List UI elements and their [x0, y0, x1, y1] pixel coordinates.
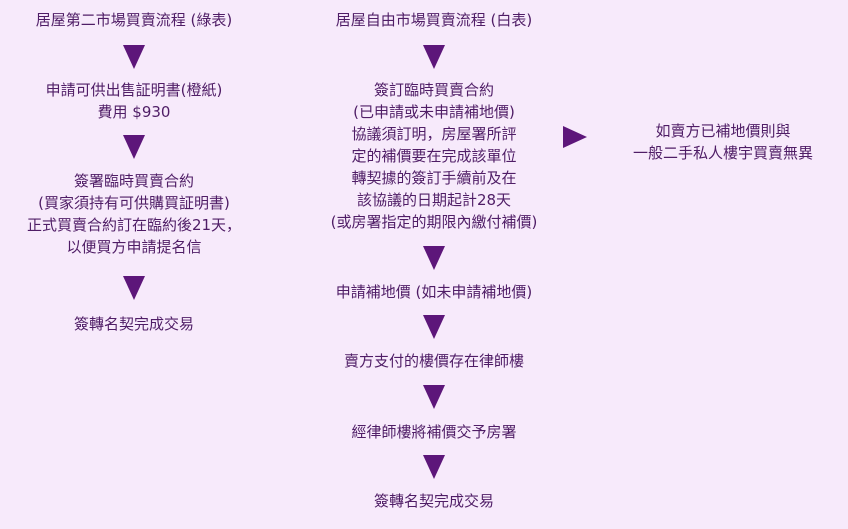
step-provisional-agreement: 簽訂臨時買賣合約 (已申請或未申請補地價) 協議須訂明，房屋署所評 定的補價要在… [331, 79, 538, 233]
step-line: 簽署臨時買賣合約 [73, 172, 194, 190]
green-form-title: 居屋第二市場買賣流程 (綠表) [35, 11, 233, 29]
step-line: 正式買賣合約訂在臨約後21天， [26, 216, 242, 234]
step-pay-premium: 經律師樓將補價交予房署 [351, 423, 517, 441]
arrow-down-icon [423, 315, 445, 339]
step-line: 簽訂臨時買賣合約 [373, 81, 494, 99]
step-provisional-agreement: 簽署臨時買賣合約 (買家須持有可供購買証明書) 正式買賣合約訂在臨約後21天， … [27, 170, 241, 258]
step-line: (買家須持有可供購買証明書) [38, 194, 230, 212]
step-apply-certificate: 申請可供出售証明書(橙紙) 費用 $930 [46, 79, 223, 123]
step-line: 以便買方申請提名信 [66, 238, 202, 256]
step-line: 該協議的日期起計28天 [356, 191, 512, 209]
side-note-line: 一般二手私人樓宇買賣無異 [632, 144, 814, 162]
step-line: (或房署指定的期限內繳付補價) [330, 213, 538, 231]
step-line: (已申請或未申請補地價) [353, 103, 515, 121]
arrow-down-icon [123, 276, 145, 300]
side-note: 如賣方已補地價則與 一般二手私人樓宇買賣無異 [633, 120, 813, 164]
step-line: 協議須訂明，房屋署所評 [351, 125, 517, 143]
arrow-right-icon [563, 126, 587, 148]
arrow-down-icon [423, 455, 445, 479]
step-line: 定的補價要在完成該單位 [351, 147, 517, 165]
step-deposit-price: 賣方支付的樓價存在律師樓 [343, 352, 525, 370]
arrow-down-icon [423, 246, 445, 270]
step-apply-premium: 申請補地價 (如未申請補地價) [335, 283, 533, 301]
step-line: 費用 $930 [97, 103, 171, 121]
arrow-down-icon [423, 45, 445, 69]
step-line: 簽轉名契完成交易 [73, 315, 195, 333]
side-note-line: 如賣方已補地價則與 [655, 122, 791, 140]
step-line: 轉契據的簽訂手續前及在 [351, 169, 517, 187]
arrow-down-icon [123, 45, 145, 69]
arrow-down-icon [123, 135, 145, 159]
step-complete: 簽轉名契完成交易 [373, 492, 495, 510]
white-form-title: 居屋自由市場買賣流程 (白表) [335, 11, 533, 29]
arrow-down-icon [423, 385, 445, 409]
step-complete: 簽轉名契完成交易 [74, 313, 194, 335]
step-line: 申請可供出售証明書(橙紙) [45, 81, 223, 99]
